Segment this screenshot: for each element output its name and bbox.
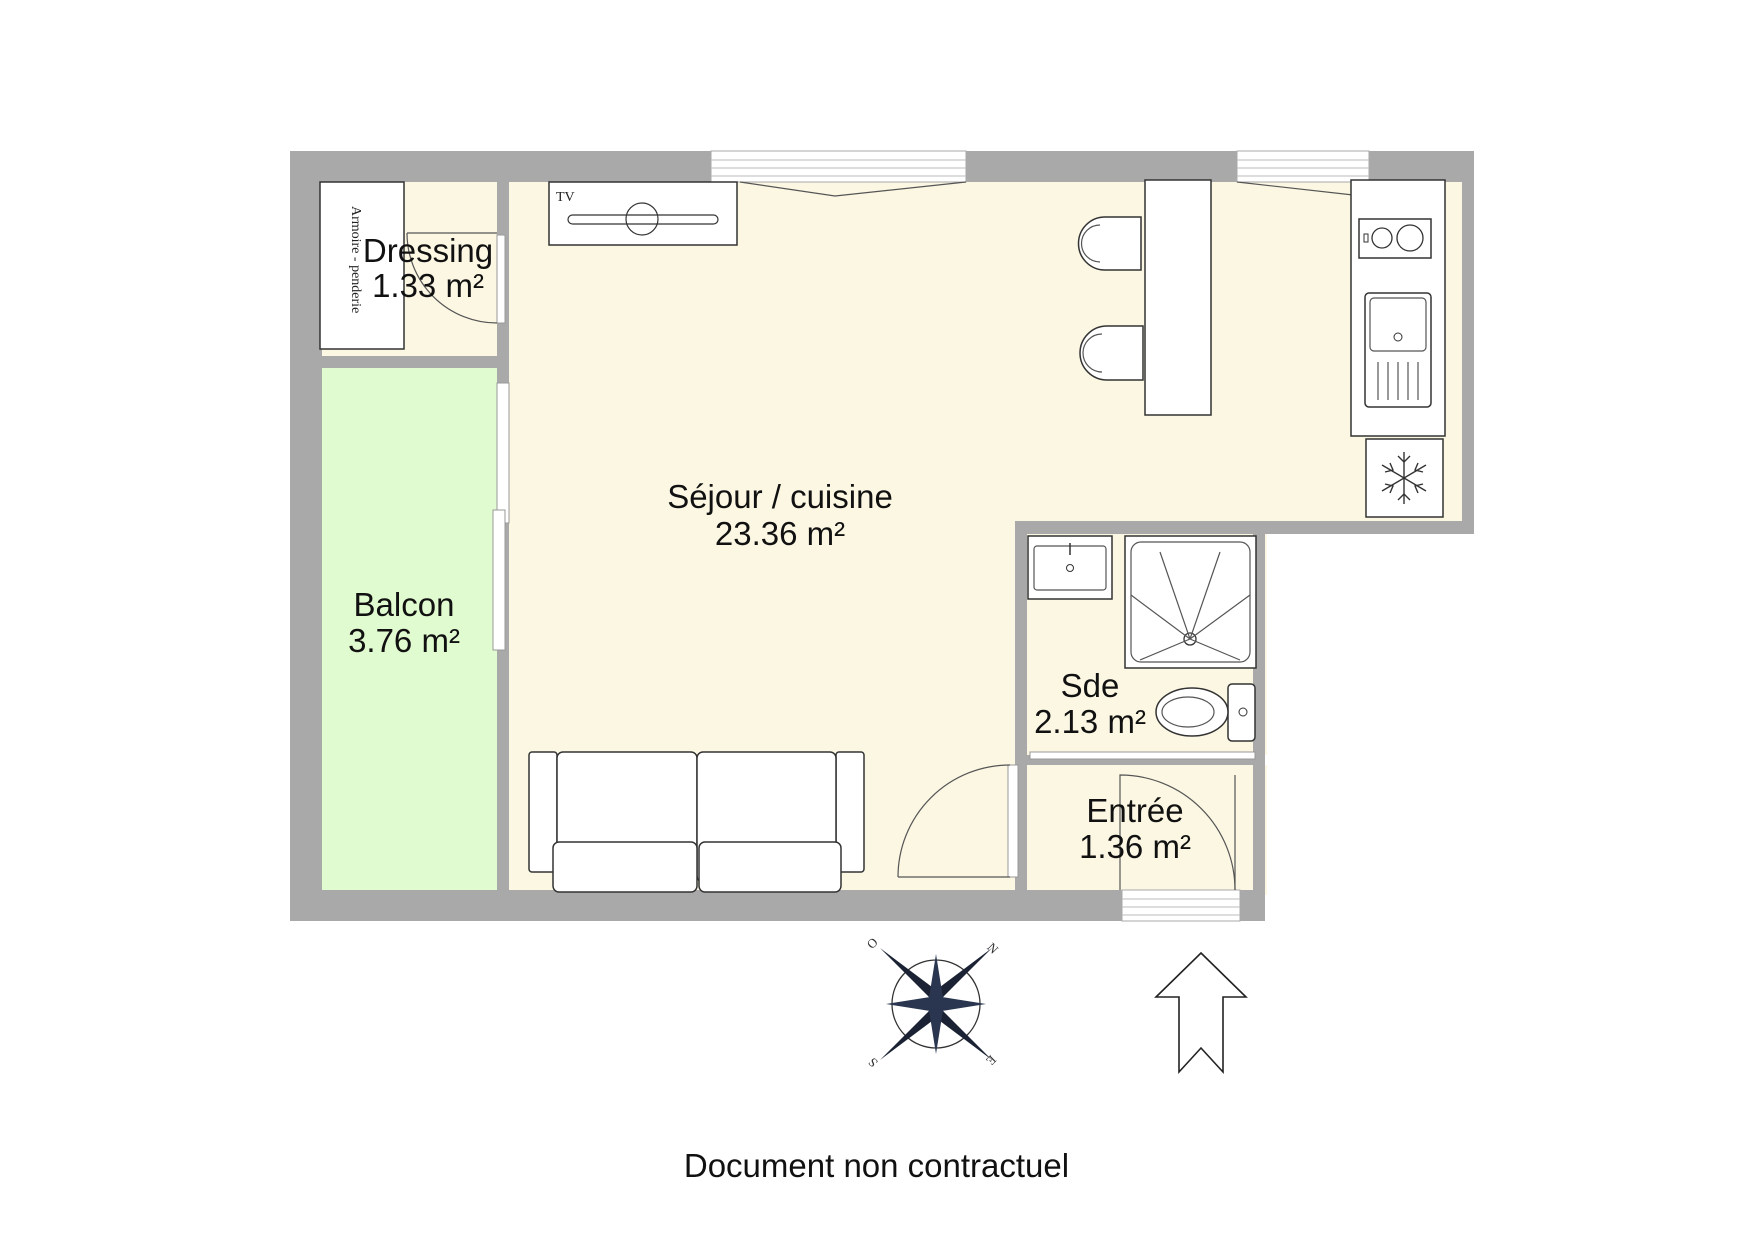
- doors: [406, 232, 1256, 891]
- entree-floor: [1027, 765, 1267, 895]
- entrance-door: [1119, 774, 1236, 891]
- wall-left: [290, 151, 322, 921]
- tv-unit: TV: [548, 181, 738, 246]
- snowflake-icon: [1381, 452, 1427, 504]
- sofa: [528, 751, 865, 893]
- sliding-door-balcon: [492, 382, 510, 651]
- wall-kitchen-bottom: [1015, 521, 1474, 534]
- toilet: [1155, 683, 1256, 742]
- kitchen-sink: [1364, 292, 1432, 408]
- wall-right-upper: [1462, 151, 1474, 534]
- sejour-floor: [509, 182, 1470, 895]
- shower: [1124, 535, 1257, 669]
- wall-sde-entree: [1015, 755, 1265, 765]
- fridge: [1365, 438, 1444, 518]
- wall-bottom: [290, 890, 1265, 921]
- compass-rose-icon: O N S E: [864, 935, 1002, 1071]
- window-top-left: [710, 150, 967, 197]
- dressing-area: 1.33 m²: [372, 267, 484, 304]
- window-entree-bottom: [1121, 889, 1241, 922]
- sejour-name: Séjour / cuisine: [667, 478, 893, 515]
- entree-name: Entrée: [1086, 792, 1183, 829]
- compass-s: S: [865, 1055, 881, 1071]
- compass-o: O: [864, 935, 881, 952]
- window-top-right: [1236, 150, 1370, 197]
- sejour-area: 23.36 m²: [715, 515, 845, 552]
- dressing-door: [406, 232, 506, 324]
- bar-counter: [1144, 179, 1212, 416]
- sejour-entree-door: [897, 764, 1019, 878]
- bathroom-sink: [1027, 535, 1113, 600]
- balcon-area: 3.76 m²: [348, 622, 460, 659]
- walls: [290, 151, 1474, 921]
- cooktop: [1358, 218, 1432, 259]
- windows: [492, 150, 1370, 922]
- disclaimer-footer: Document non contractuel: [683, 1147, 1070, 1184]
- bar-stool-2: [1079, 325, 1144, 381]
- compass-n: N: [984, 940, 1002, 958]
- wall-dressing-bottom: [290, 356, 507, 368]
- balcon-name: Balcon: [354, 586, 455, 623]
- sde-name: Sde: [1061, 667, 1120, 704]
- sde-area: 2.13 m²: [1034, 703, 1146, 740]
- entree-area: 1.36 m²: [1079, 828, 1191, 865]
- entrance-arrow-icon: [1154, 951, 1248, 1075]
- wardrobe-label: Armoire - penderie: [348, 206, 363, 313]
- tv-label: TV: [556, 190, 575, 205]
- bar-stool-1: [1077, 216, 1142, 271]
- wardrobe: Armoire - penderie: [319, 181, 405, 350]
- balcon-floor: [290, 368, 499, 895]
- room-labels: Dressing 1.33 m² Séjour / cuisine 23.36 …: [348, 232, 1191, 865]
- sde-door: [1029, 751, 1256, 760]
- dressing-name: Dressing: [363, 232, 493, 269]
